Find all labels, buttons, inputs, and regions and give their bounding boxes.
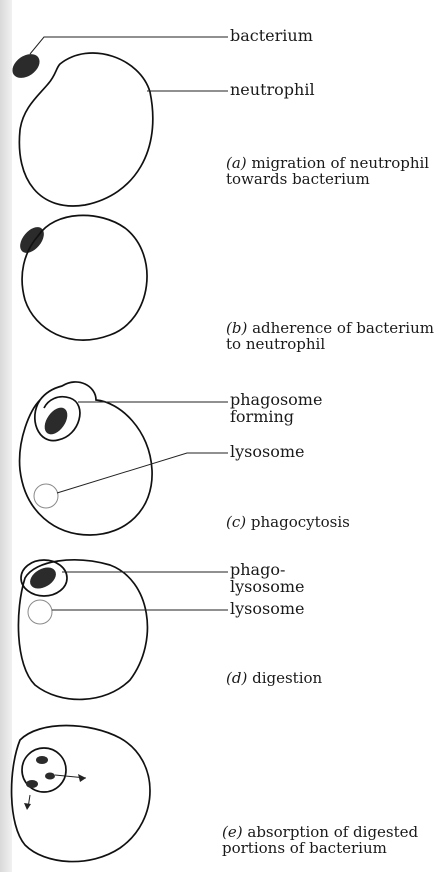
caption-e-line-2: portions of bacterium xyxy=(222,839,387,857)
caption-d-letter: (d) xyxy=(226,669,247,687)
stage-e-drawing xyxy=(12,726,150,862)
stage-c-lysosome xyxy=(34,484,58,508)
caption-b-line-2: to neutrophil xyxy=(226,335,325,353)
label-phago: phago- xyxy=(230,561,285,578)
label-bacterium: bacterium xyxy=(230,27,313,44)
stage-c-bacterium xyxy=(40,404,72,439)
stage-e-neutrophil-outline xyxy=(12,726,150,862)
caption-e: (e) absorption of digested portions of b… xyxy=(222,824,418,856)
caption-c-line-1: phagocytosis xyxy=(251,513,350,531)
bacterium-leader-line xyxy=(30,37,228,54)
stage-e-arrow-head xyxy=(78,774,86,782)
caption-c-letter: (c) xyxy=(226,513,246,531)
stage-d-lysosome xyxy=(28,600,52,624)
stage-a-drawing xyxy=(8,37,228,206)
stage-b-drawing xyxy=(15,215,147,340)
caption-d: (d) digestion xyxy=(226,670,322,686)
caption-c: (c) phagocytosis xyxy=(226,514,350,530)
stage-c-neutrophil-outline xyxy=(20,382,153,535)
stage-d-bacterium xyxy=(26,563,59,593)
caption-b: (b) adherence of bacterium to neutrophil xyxy=(226,320,434,352)
stage-c-drawing xyxy=(20,382,228,535)
stage-e-fragment-1 xyxy=(36,756,48,764)
stage-a-neutrophil-outline xyxy=(19,53,152,206)
label-phagosome: phagosome xyxy=(230,391,322,408)
stage-b-bacterium xyxy=(15,223,48,258)
label-lysosome-c: lysosome xyxy=(230,443,304,460)
stage-e-fragment-3 xyxy=(26,780,38,788)
label-forming: forming xyxy=(230,408,294,425)
stage-a-bacterium xyxy=(8,49,44,83)
stage-d-drawing xyxy=(18,560,228,700)
label-lysosome-d: lysosome xyxy=(230,600,304,617)
caption-a: (a) migration of neutrophil towards bact… xyxy=(226,155,429,187)
caption-a-line-2: towards bacterium xyxy=(226,170,370,188)
caption-d-line-1: digestion xyxy=(252,669,322,687)
lysosome-c-leader-line xyxy=(57,453,228,493)
label-neutrophil: neutrophil xyxy=(230,81,315,98)
label-lysosome-suffix: lysosome xyxy=(230,578,304,595)
stage-e-arrow-2-head xyxy=(24,803,31,810)
stage-e-fragment-2 xyxy=(45,773,55,780)
